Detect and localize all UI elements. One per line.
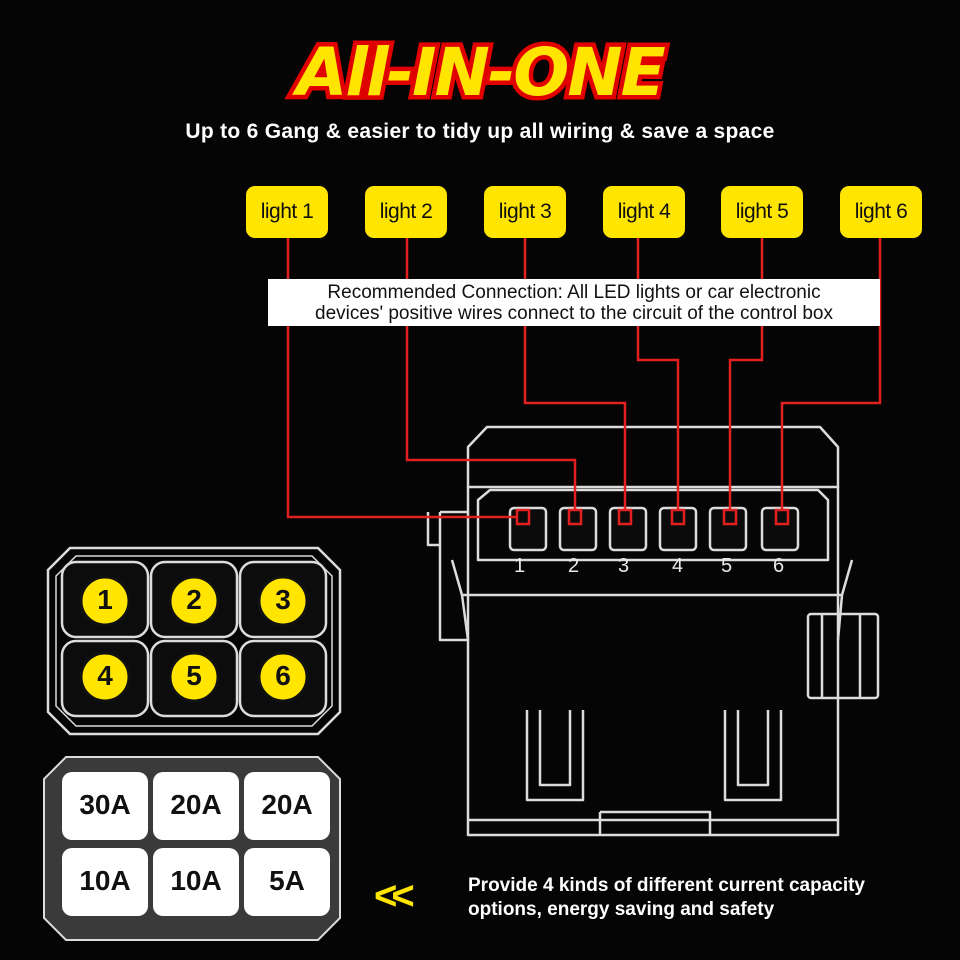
light-tag-5: light 5 bbox=[721, 186, 803, 238]
switch-dots bbox=[79, 575, 309, 703]
port-number-3: 3 bbox=[618, 555, 630, 577]
fuse-rating-4: 10A bbox=[79, 865, 131, 896]
fuse-rating-3: 20A bbox=[261, 789, 313, 820]
port-number-4: 4 bbox=[672, 555, 684, 577]
light-tag-2: light 2 bbox=[365, 186, 447, 238]
switch-button-4: 4 bbox=[97, 660, 113, 691]
fuse-rating-6: 5A bbox=[269, 865, 305, 896]
light-tag-4: light 4 bbox=[603, 186, 685, 238]
fuse-rating-5: 10A bbox=[170, 865, 222, 896]
port-number-5: 5 bbox=[721, 555, 733, 577]
fuse-rating-2: 20A bbox=[170, 789, 222, 820]
double-chevron-left-icon: << bbox=[374, 874, 415, 918]
switch-button-5: 5 bbox=[186, 660, 202, 691]
footer-line-1: Provide 4 kinds of different current cap… bbox=[468, 875, 865, 896]
wire-terminals bbox=[515, 508, 790, 526]
port-number-1: 1 bbox=[514, 555, 526, 577]
port-number-2: 2 bbox=[568, 555, 580, 577]
light-tag-1: light 1 bbox=[246, 186, 328, 238]
connection-note: Recommended Connection: All LED lights o… bbox=[268, 279, 880, 326]
light-tag-6: light 6 bbox=[840, 186, 922, 238]
note-line-2: devices' positive wires connect to the c… bbox=[315, 302, 833, 324]
switch-button-2: 2 bbox=[186, 584, 202, 615]
footer-line-2: options, energy saving and safety bbox=[468, 899, 775, 920]
page-subtitle: Up to 6 Gang & easier to tidy up all wir… bbox=[185, 120, 775, 143]
light-tag-3: light 3 bbox=[484, 186, 566, 238]
note-line-1: Recommended Connection: All LED lights o… bbox=[327, 281, 821, 303]
switch-button-3: 3 bbox=[275, 584, 291, 615]
port-sockets bbox=[508, 506, 800, 552]
switch-button-6: 6 bbox=[275, 660, 291, 691]
fuse-rating-1: 30A bbox=[79, 789, 131, 820]
fuse-panel bbox=[43, 756, 341, 941]
footer-text: Provide 4 kinds of different current cap… bbox=[468, 874, 948, 922]
page-title: All-IN-ONE bbox=[292, 30, 670, 116]
control-box bbox=[426, 425, 880, 837]
switch-button-1: 1 bbox=[97, 584, 113, 615]
port-number-6: 6 bbox=[773, 555, 785, 577]
